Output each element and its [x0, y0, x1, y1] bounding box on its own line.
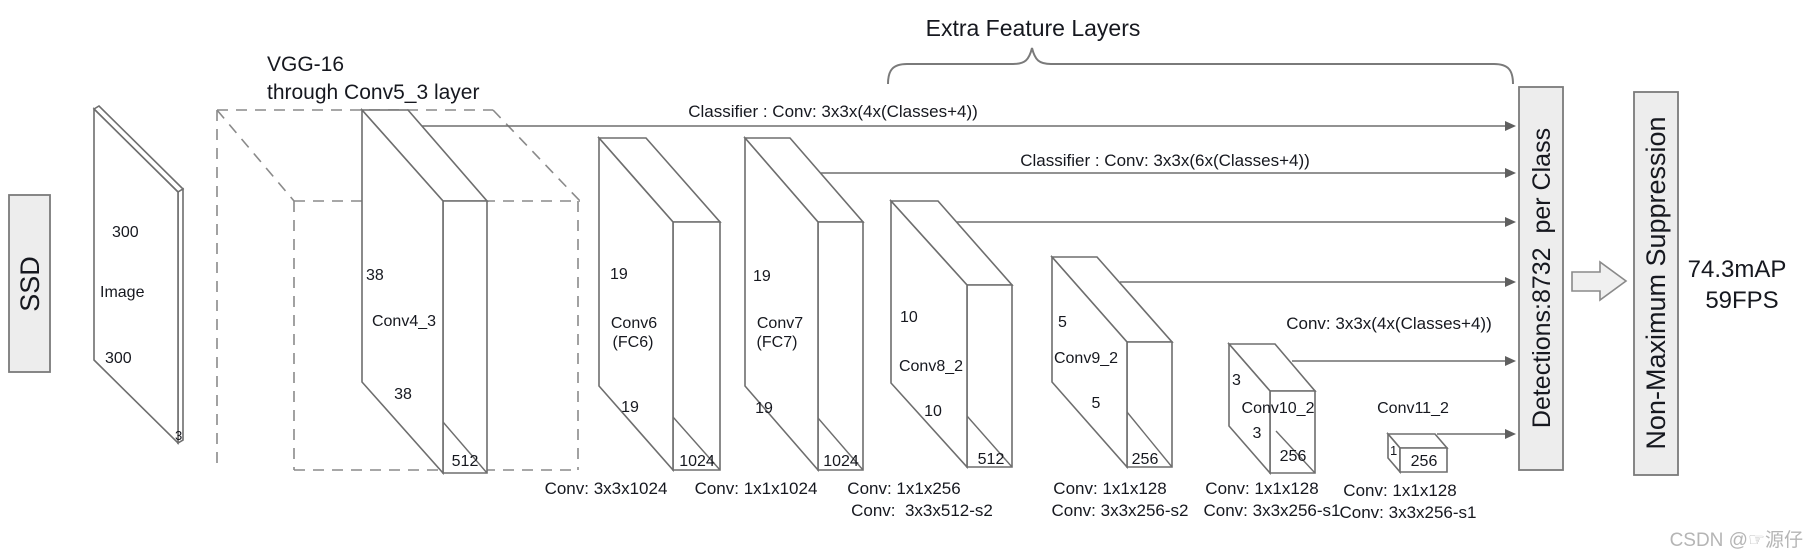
conv7-back-bottom-edge	[817, 417, 864, 471]
conv11_2-op-2: Conv: 3x3x256-s1	[1339, 503, 1476, 522]
conv8_2-back-bottom-edge	[966, 415, 1013, 468]
bottom-conv-annotations: Conv: 3x3x1024 Conv: 1x1x1024 Conv: 1x1x…	[545, 479, 1477, 522]
extra-feature-layers-title: Extra Feature Layers	[926, 15, 1141, 41]
conv6-back-bottom-edge	[672, 416, 721, 471]
conv6-block: 19 Conv6 (FC6) 19 1024	[597, 135, 722, 473]
conv6-front-face	[598, 135, 674, 473]
conv6-op: Conv: 3x3x1024	[545, 479, 668, 498]
conv8_2-op-2: Conv: 3x3x512-s2	[851, 501, 993, 520]
conv7-front-face	[744, 135, 819, 473]
detections-box-group: Detections:8732 per Class	[1518, 86, 1564, 471]
conv7-op: Conv: 1x1x1024	[695, 479, 818, 498]
conv7-dim-bottom: 19	[755, 400, 773, 417]
conv11_2-op-1: Conv: 1x1x128	[1343, 481, 1456, 500]
conv9_2-block: 5 Conv9_2 5 256	[1050, 254, 1174, 470]
conv4_3-name: Conv4_3	[372, 313, 436, 330]
vgg-subtitle: through Conv5_3 layer	[267, 81, 479, 104]
conv10_2-back-bottom-edge	[1275, 430, 1316, 474]
right-block-arrow	[1571, 260, 1628, 302]
vgg-dash-topleft-diag	[216, 109, 295, 202]
ssd-box	[8, 194, 51, 373]
conv9_2-side-face	[1126, 341, 1173, 468]
image-dim-bottom: 300	[105, 350, 132, 367]
conv10_2-name: Conv10_2	[1242, 400, 1315, 417]
classifier-text-2: Classifier : Conv: 3x3x(6x(Classes+4))	[1020, 151, 1310, 170]
conv9_2-front-face	[1051, 254, 1128, 470]
conv9_2-dim-bottom: 5	[1092, 395, 1101, 412]
watermark: CSDN @☞源仔	[1670, 529, 1803, 551]
detections-label: Detections:8732 per Class	[1528, 128, 1556, 428]
fps-value: 59FPS	[1705, 287, 1778, 314]
brace	[887, 47, 1514, 85]
conv7-channels: 1024	[823, 453, 859, 470]
conv8_2-front-face	[890, 198, 968, 470]
conv9_2-channels: 256	[1132, 451, 1159, 468]
conv8_2-dim-top: 10	[900, 309, 918, 326]
vgg-title: VGG-16	[267, 53, 344, 76]
conv9_2-back-bottom-edge	[1126, 411, 1173, 468]
conv9_2-dim-top: 5	[1058, 314, 1067, 331]
conv7-name2: (FC7)	[757, 334, 798, 351]
conv4_3-channels: 512	[452, 453, 479, 470]
conv8_2-op-1: Conv: 1x1x256	[847, 479, 960, 498]
conv6-dim-bottom: 19	[621, 399, 639, 416]
conv11_2-front-face	[1399, 447, 1448, 473]
input-image-block: 300 Image 300 3	[92, 104, 185, 445]
vgg-dash-topright-diag	[492, 109, 581, 202]
conv10_2-op-1: Conv: 1x1x128	[1205, 479, 1318, 498]
conv6-name: Conv6	[611, 315, 657, 332]
conv4_3-back-bottom-edge	[442, 421, 488, 474]
conv6-side-face	[672, 221, 721, 471]
conv10_2-dim-top: 3	[1232, 372, 1241, 389]
image-name: Image	[100, 284, 145, 301]
conv7-name: Conv7	[757, 315, 803, 332]
conv10_2-op-2: Conv: 3x3x256-s1	[1203, 501, 1340, 520]
conv8_2-block: 10 Conv8_2 10 512	[889, 198, 1014, 470]
conv6-name2: (FC6)	[613, 334, 654, 351]
conv8_2-side-face	[966, 284, 1013, 468]
detections-box	[1518, 86, 1564, 471]
conv4_3-dim-top: 38	[366, 267, 384, 284]
conv10_2-front-face	[1228, 341, 1271, 476]
conv9_2-op-2: Conv: 3x3x256-s2	[1051, 501, 1188, 520]
conv8_2-channels: 512	[978, 451, 1005, 468]
conv6-channels: 1024	[679, 453, 715, 470]
results-group: 74.3mAP 59FPS	[1688, 256, 1787, 314]
conv8_2-dim-bottom: 10	[924, 403, 942, 420]
ssd-label-box: SSD	[8, 194, 51, 373]
conv10_2-block: 3 Conv10_2 3 256	[1227, 341, 1317, 476]
nms-box	[1633, 91, 1679, 476]
nms-label: Non-Maximum Suppression	[1641, 116, 1671, 449]
conv4_3-dim-bottom: 38	[394, 386, 412, 403]
feature-map-arrows	[422, 121, 1516, 439]
image-front-face	[93, 107, 179, 445]
conv4_3-front-face	[361, 107, 444, 476]
extra-feature-layers-group: Extra Feature Layers	[887, 15, 1514, 85]
conv8_2-name: Conv8_2	[899, 358, 963, 375]
conv9_2-name: Conv9_2	[1054, 350, 1118, 367]
conv11_2-label: Conv11_2	[1377, 400, 1449, 417]
image-dim-top: 300	[112, 224, 139, 241]
conv4_3-side-face	[442, 200, 488, 474]
map-value: 74.3mAP	[1688, 256, 1787, 283]
classifier-text-conv10: Conv: 3x3x(4x(Classes+4))	[1286, 314, 1492, 333]
conv11_2-channels: 256	[1411, 453, 1438, 470]
ssd-label: SSD	[15, 256, 45, 312]
conv10_2-channels: 256	[1280, 448, 1307, 465]
classifier-text-1: Classifier : Conv: 3x3x(4x(Classes+4))	[688, 102, 978, 121]
conv11_2-dim: 1	[1390, 443, 1397, 458]
conv9_2-op-1: Conv: 1x1x128	[1053, 479, 1166, 498]
conv7-block: 19 Conv7 (FC7) 19 1024	[743, 135, 865, 473]
conv10_2-dim-bottom: 3	[1253, 425, 1262, 442]
image-depth: 3	[175, 428, 182, 443]
conv11_2-block: Conv11_2 1 256	[1377, 400, 1449, 475]
conv4_3-block: 38 Conv4_3 38 512	[360, 107, 489, 476]
conv7-dim-top: 19	[753, 268, 771, 285]
vgg-dashed-box: VGG-16 through Conv5_3 layer	[216, 53, 581, 471]
nms-box-group: Non-Maximum Suppression	[1633, 91, 1679, 476]
conv7-side-face	[817, 221, 864, 471]
conv6-dim-top: 19	[610, 266, 628, 283]
